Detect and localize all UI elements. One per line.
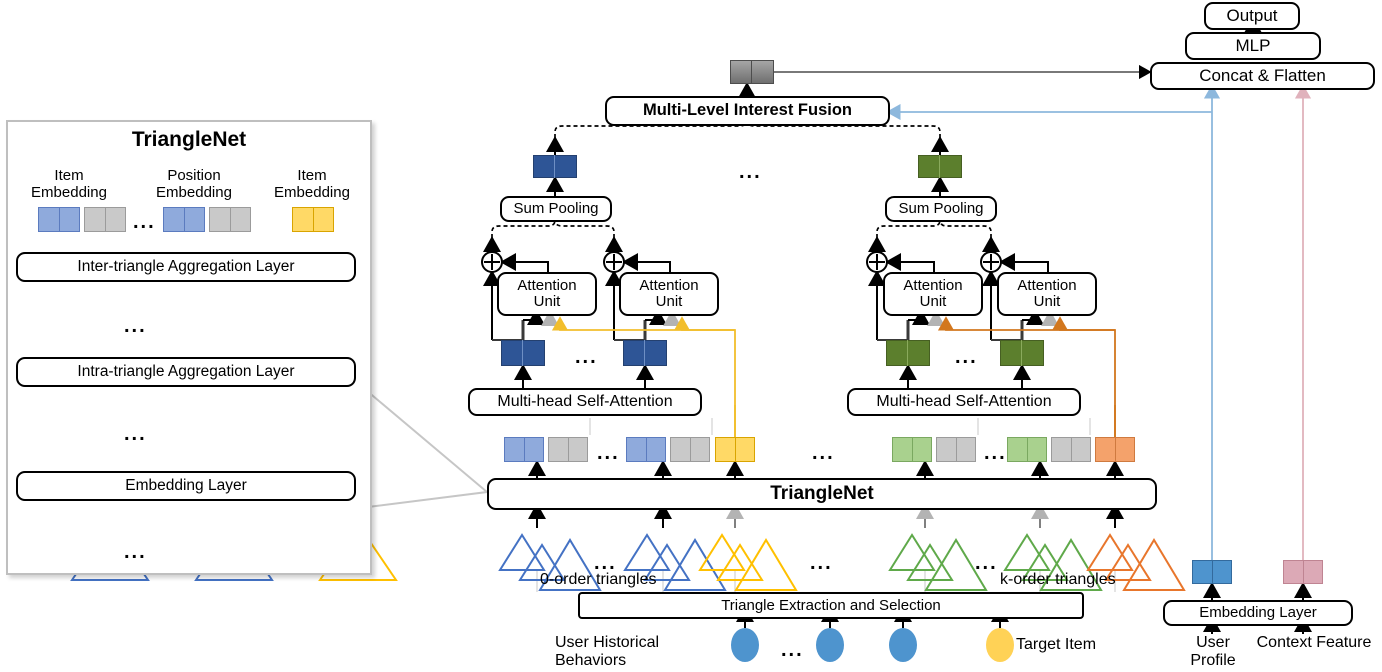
attn-input-tile-divider (522, 340, 524, 366)
target-item-label: Target Item (1016, 636, 1097, 653)
tile-divider (1027, 437, 1029, 462)
tile-divider (690, 437, 692, 462)
multi-head-self-attention-low[interactable]: Multi-head Self-Attention (468, 388, 702, 416)
tile-divider (1115, 437, 1117, 462)
main-ellipsis-triangles-right: ... (975, 552, 998, 574)
panel-label-item-embedding-left: Item Embedding (31, 167, 107, 201)
output-box[interactable]: Output (1204, 2, 1300, 30)
inter-triangle-aggregation-layer[interactable]: Inter-triangle Aggregation Layer (16, 252, 356, 282)
main-ellipsis-emb-mid: ... (812, 442, 835, 464)
high-order-triangles-label: k-order triangles (1000, 571, 1116, 588)
attention-unit-4[interactable]: Attention Unit (997, 272, 1097, 316)
tile-divider (1071, 437, 1073, 462)
tile-divider (1303, 560, 1305, 584)
main-ellipsis-attn-left: ... (575, 346, 598, 368)
attn-input-tile-divider (1021, 340, 1023, 366)
tile-divider (956, 437, 958, 462)
user-profile-label: User Profile (1190, 634, 1236, 669)
tile-divider (912, 437, 914, 462)
tile-divider (524, 437, 526, 462)
main-ellipsis-triangles-mid: ... (810, 552, 833, 574)
low-order-interest-tile-divider (554, 155, 556, 178)
panel-tile-divider (184, 207, 186, 232)
multi-head-self-attention-high[interactable]: Multi-head Self-Attention (847, 388, 1081, 416)
panel-tile-divider (105, 207, 107, 232)
main-ellipsis-behaviors: ... (781, 639, 804, 661)
main-ellipsis-levels: ... (739, 161, 762, 183)
multi-level-interest-fusion-box[interactable]: Multi-Level Interest Fusion (605, 96, 890, 126)
trianglenet-box[interactable]: TriangleNet (487, 478, 1157, 510)
tile-divider (735, 437, 737, 462)
panel-label-item-embedding-right: Item Embedding (274, 167, 350, 201)
triangle-extraction-and-selection-box[interactable]: Triangle Extraction and Selection (578, 592, 1084, 619)
context-feature-label: Context Feature (1256, 634, 1372, 651)
concat-flatten-box[interactable]: Concat & Flatten (1150, 62, 1375, 90)
main-ellipsis-attn-right: ... (955, 346, 978, 368)
panel-tile-divider (313, 207, 315, 232)
high-order-interest-tile-divider (939, 155, 941, 178)
attn-input-tile-divider (644, 340, 646, 366)
attention-unit-1[interactable]: Attention Unit (497, 272, 597, 316)
attention-unit-2[interactable]: Attention Unit (619, 272, 719, 316)
tile-divider (568, 437, 570, 462)
main-ellipsis-emb-1: ... (597, 442, 620, 464)
panel-ellipsis-embeddings: ... (133, 211, 156, 233)
user-historical-behaviors-label: User Historical Behaviors (555, 634, 660, 669)
side-embedding-layer-box[interactable]: Embedding Layer (1163, 600, 1353, 626)
sum-pooling-high-order[interactable]: Sum Pooling (885, 196, 997, 222)
mlp-box[interactable]: MLP (1185, 32, 1321, 60)
intra-triangle-aggregation-layer[interactable]: Intra-triangle Aggregation Layer (16, 357, 356, 387)
panel-ellipsis-triangle-embeddings: ... (124, 423, 147, 445)
panel-title: TriangleNet (131, 128, 247, 151)
panel-ellipsis-triangles: ... (124, 541, 147, 563)
attention-unit-3[interactable]: Attention Unit (883, 272, 983, 316)
tile-divider (646, 437, 648, 462)
attn-input-tile-divider (907, 340, 909, 366)
panel-tile-divider (59, 207, 61, 232)
sum-pooling-low-order[interactable]: Sum Pooling (500, 196, 612, 222)
main-ellipsis-emb-2: ... (984, 442, 1007, 464)
low-order-triangles-label: 0-order triangles (540, 571, 657, 588)
panel-tile-divider (230, 207, 232, 232)
embedding-layer-panel[interactable]: Embedding Layer (16, 471, 356, 501)
panel-ellipsis-groups: ... (124, 315, 147, 337)
fused-interest-tile-divider (751, 60, 753, 84)
tile-divider (1212, 560, 1214, 584)
panel-label-position-embedding: Position Embedding (156, 167, 232, 201)
main-ellipsis-triangles-left: ... (594, 552, 617, 574)
